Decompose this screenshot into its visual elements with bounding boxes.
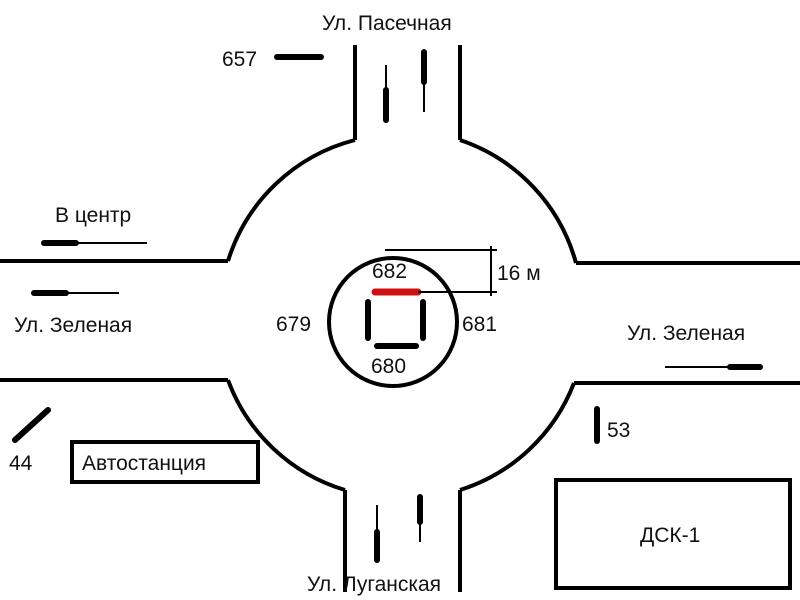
bus-station-building bbox=[70, 440, 260, 484]
stop-680-label: 680 bbox=[371, 355, 406, 378]
stop-657-label: 657 bbox=[222, 48, 257, 71]
bus-station-label: Автостанция bbox=[82, 452, 206, 475]
central-island bbox=[327, 256, 459, 388]
stop-681-label: 681 bbox=[462, 313, 497, 336]
dsk-label: ДСК-1 bbox=[640, 524, 700, 547]
stop-44-label: 44 bbox=[9, 452, 33, 475]
street-bottom-label: Ул. Луганская bbox=[307, 573, 441, 596]
dsk-building bbox=[554, 478, 792, 590]
stop-679-label: 679 bbox=[276, 313, 311, 336]
stop-53-label: 53 bbox=[607, 419, 630, 442]
road-edges bbox=[0, 45, 800, 592]
dimension-label: 16 м bbox=[497, 262, 541, 285]
street-top-label: Ул. Пасечная bbox=[322, 12, 452, 35]
to-center-label: В центр bbox=[55, 204, 131, 227]
street-right-label: Ул. Зеленая bbox=[627, 322, 745, 345]
street-left-label: Ул. Зеленая bbox=[14, 314, 132, 337]
stop-44-marker bbox=[12, 407, 51, 443]
stop-682-label: 682 bbox=[372, 260, 407, 283]
dimension-lines bbox=[385, 246, 497, 296]
